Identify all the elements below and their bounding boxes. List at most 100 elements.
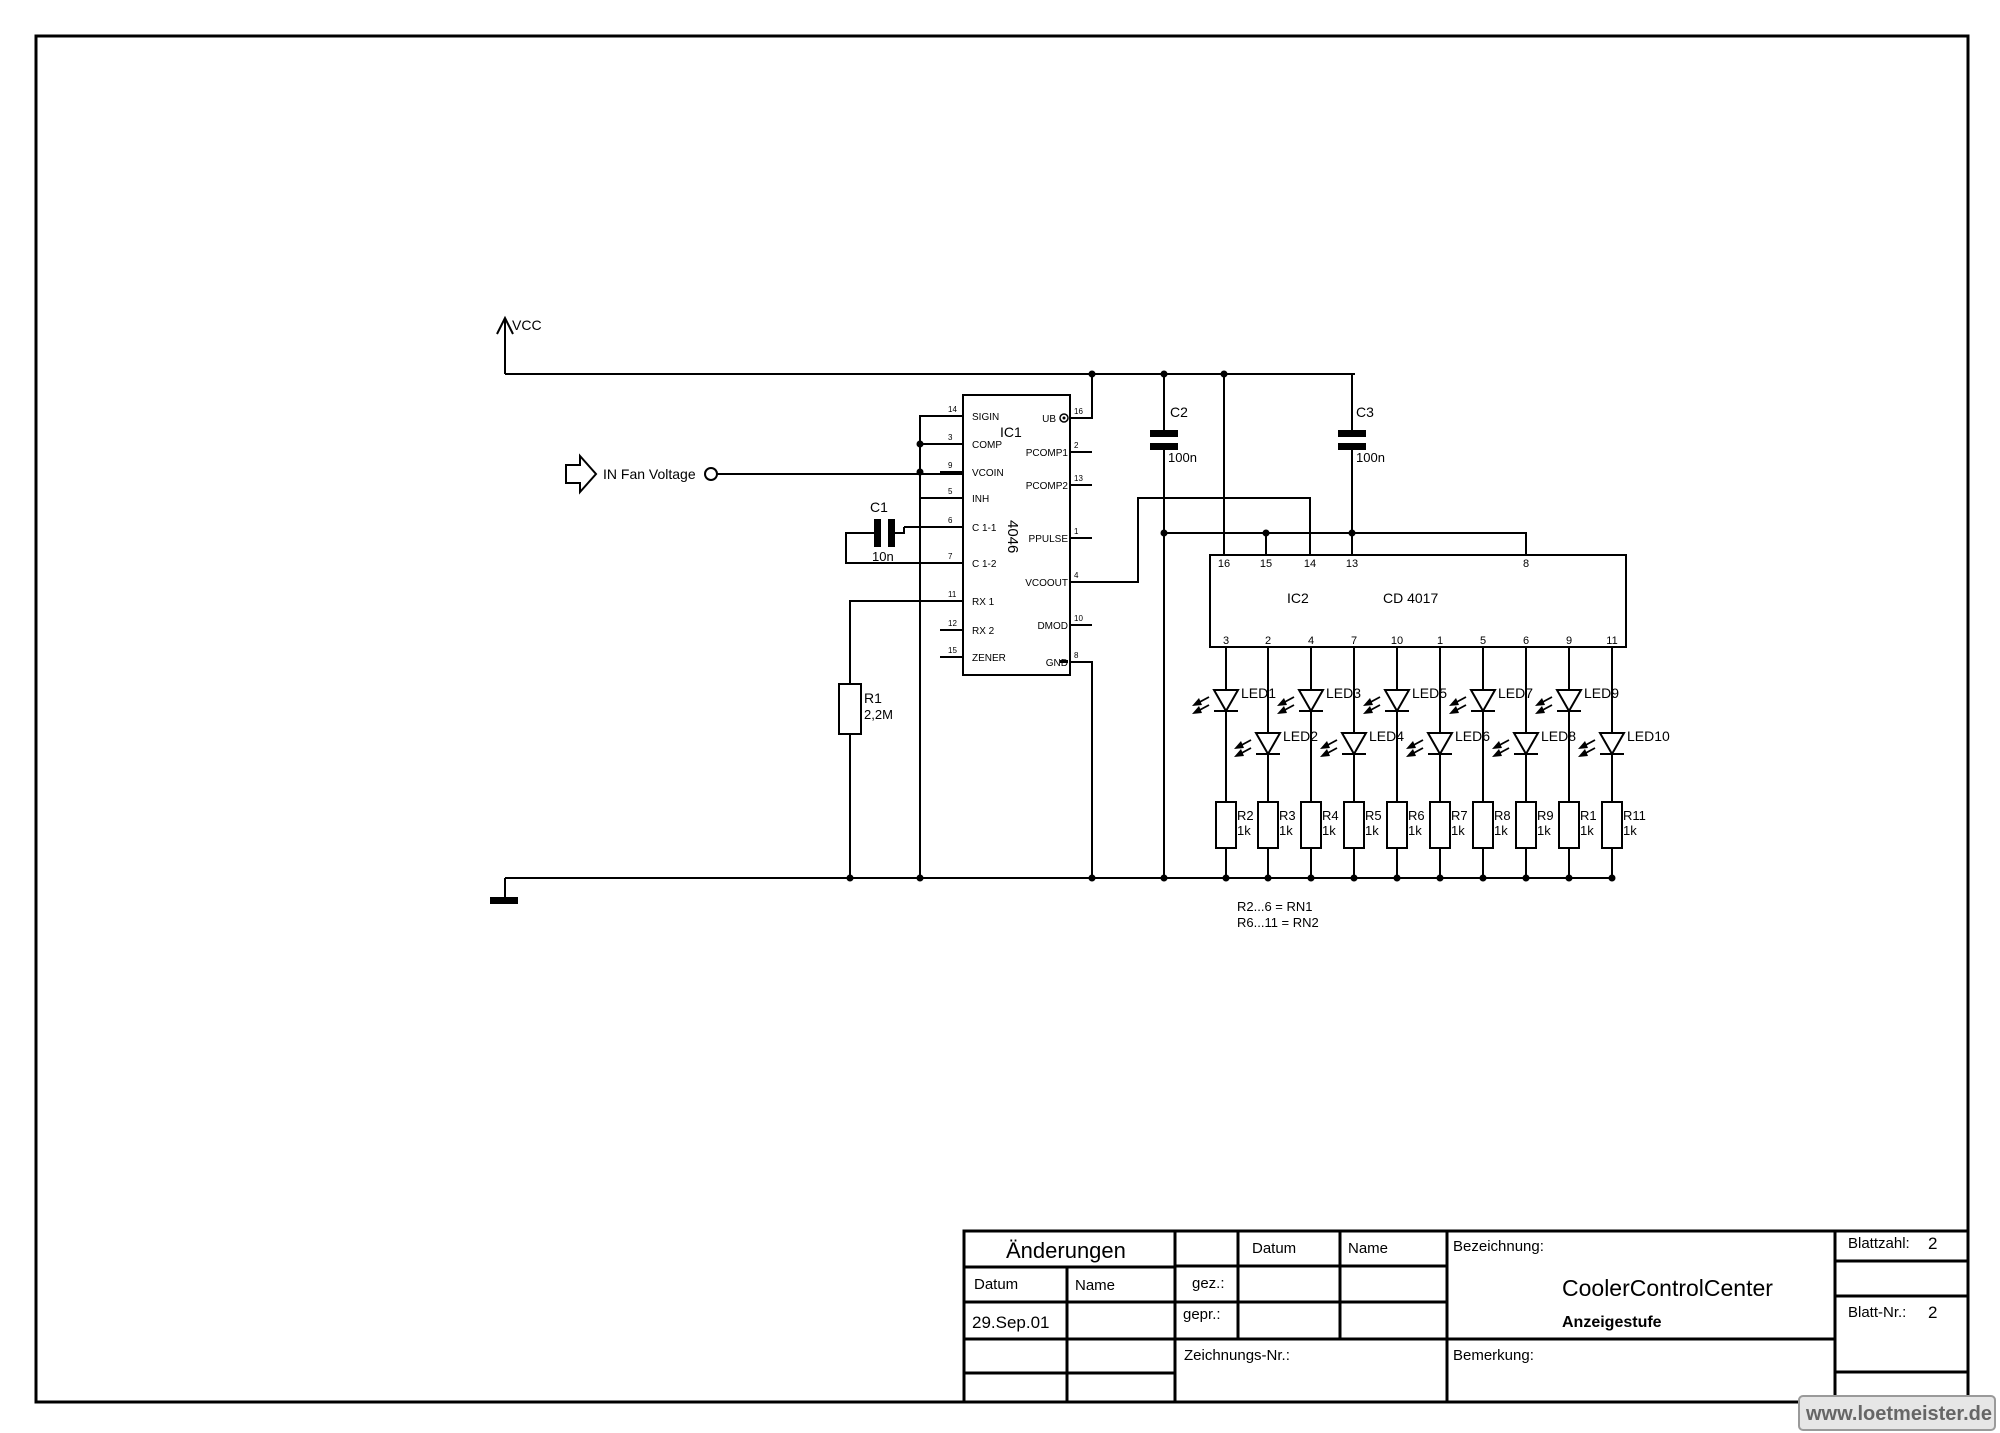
resistor-value: 1k: [1494, 823, 1508, 838]
project-title: CoolerControlCenter: [1562, 1275, 1773, 1301]
ic2-body: [1209, 554, 1627, 648]
input-label: IN Fan Voltage: [603, 466, 696, 482]
gepr-label: gepr.:: [1183, 1306, 1221, 1323]
led-diode: [1254, 732, 1282, 757]
resistor-value: 1k: [1580, 823, 1594, 838]
ic1-pin-number: 11: [948, 590, 957, 599]
ic1-pin-number: 1: [1074, 527, 1079, 536]
ic1-pin-number: 5: [948, 487, 953, 496]
resistor-value: 1k: [1537, 823, 1551, 838]
ic1-pin-name: SIGIN: [972, 412, 999, 423]
ic1-pin-number: 2: [1074, 441, 1079, 450]
ic2-bottom-pin-number: 7: [1351, 635, 1357, 647]
junction-dot: [916, 440, 924, 448]
led-ray-arrowhead: [1535, 706, 1545, 714]
ub-pin-dot: [1062, 416, 1066, 420]
gez-label: gez.:: [1192, 1275, 1225, 1292]
resistor-ref: R5: [1365, 808, 1382, 823]
ic1-pin-name: UB: [1042, 414, 1056, 425]
led-ray-arrowhead: [1406, 749, 1416, 757]
junction-dot: [1262, 529, 1270, 537]
junction-dot: [1088, 370, 1096, 378]
ic2-top-pin-number: 14: [1304, 558, 1316, 570]
c1-ref: C1: [870, 499, 888, 515]
ic2-bottom-pin-number: 10: [1391, 635, 1403, 647]
sheet-border: [34, 34, 1970, 1404]
ic1-pin-number: 13: [1074, 474, 1083, 483]
ic1-pin-number: 6: [948, 516, 953, 525]
junction-dot: [916, 468, 924, 476]
resistor-ref: R2: [1237, 808, 1254, 823]
ic1-pin-number: 4: [1074, 571, 1079, 580]
resistor-ref: R11: [1623, 808, 1646, 823]
bemerkung-label: Bemerkung:: [1453, 1347, 1534, 1364]
junction-dot: [1160, 529, 1168, 537]
led-label: LED3: [1326, 685, 1361, 701]
junction-dot: [1160, 370, 1168, 378]
led-ray-arrowhead: [1535, 698, 1545, 706]
ic1-pin-name: GND: [1046, 658, 1068, 669]
ic2-bottom-pin-number: 1: [1437, 635, 1443, 647]
capacitor-c1: [866, 519, 905, 547]
resistor-r1: [838, 683, 862, 735]
led-ray-arrowhead: [1449, 706, 1459, 714]
led-resistor: [1215, 801, 1237, 849]
vcc-label: VCC: [512, 317, 542, 333]
input-arrow-icon: [565, 453, 598, 495]
ic1-ref: IC1: [1000, 424, 1022, 440]
ic1-pin-number: 15: [948, 646, 957, 655]
led-diode: [1383, 689, 1411, 714]
changes-name-header: Name: [1075, 1277, 1115, 1294]
gnd-pin-marker: [1060, 660, 1068, 663]
ic2-bottom-pin-number: 2: [1265, 635, 1271, 647]
resistor-ref: R1: [1580, 808, 1597, 823]
led-label: LED6: [1455, 728, 1490, 744]
led-label: LED8: [1541, 728, 1576, 744]
resistor-ref: R4: [1322, 808, 1339, 823]
led-resistor: [1257, 801, 1279, 849]
ic1-pin-name: COMP: [972, 440, 1002, 451]
ic1-pin-number: 8: [1074, 651, 1079, 660]
resistor-ref: R8: [1494, 808, 1511, 823]
capacitor-c2: [1150, 374, 1178, 878]
blatt-nr-label: Blatt-Nr.:: [1848, 1304, 1906, 1321]
blattzahl-label: Blattzahl:: [1848, 1235, 1910, 1252]
ic1-pin-name: PCOMP1: [1026, 448, 1069, 459]
ic1-pin-name: C 1-1: [972, 523, 997, 534]
resistor-ref: R7: [1451, 808, 1468, 823]
ic1-pin-number: 7: [948, 552, 953, 561]
led-ray-arrowhead: [1320, 749, 1330, 757]
changes-title: Änderungen: [1006, 1238, 1126, 1263]
ic1-wiring: [845, 374, 1311, 878]
led-ray-arrowhead: [1234, 741, 1244, 749]
c2-ref: C2: [1170, 404, 1188, 420]
title-block: [962, 1229, 1970, 1404]
led-resistor: [1601, 801, 1623, 849]
input-terminal: [704, 467, 718, 481]
c1-value: 10n: [872, 549, 894, 564]
led-label: LED10: [1627, 728, 1670, 744]
change-date: 29.Sep.01: [972, 1313, 1050, 1332]
led-resistor: [1343, 801, 1365, 849]
led-resistor: [1386, 801, 1408, 849]
resistor-value: 1k: [1237, 823, 1251, 838]
led-label: LED7: [1498, 685, 1533, 701]
resistor-value: 1k: [1279, 823, 1293, 838]
led-resistor: [1429, 801, 1451, 849]
c3-value: 100n: [1356, 450, 1385, 465]
led-label: LED1: [1241, 685, 1276, 701]
resistor-value: 1k: [1623, 823, 1637, 838]
junction-dots: [846, 370, 1616, 882]
led-diode: [1297, 689, 1325, 714]
note-rn1: R2...6 = RN1: [1237, 899, 1313, 914]
junction-dot: [1160, 874, 1168, 882]
ic1-pin-number: 10: [1074, 614, 1083, 623]
junction-dot: [916, 874, 924, 882]
ic1-value: 4046: [1004, 520, 1021, 553]
r1-value: 2,2M: [864, 707, 893, 722]
changes-datum-header: Datum: [974, 1276, 1018, 1293]
ic1-right-pins: 16UB2PCOMP113PCOMP21PPULSE4VCOOUT10DMOD8…: [1025, 407, 1092, 669]
ic2-supply-wiring: [1164, 374, 1527, 555]
ic1-pin-name: RX 1: [972, 597, 995, 608]
